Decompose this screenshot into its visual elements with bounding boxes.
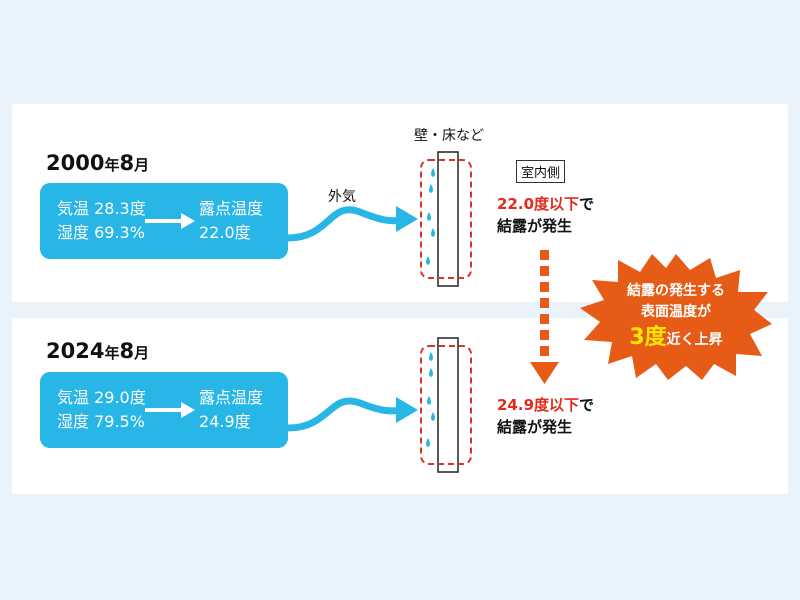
wall-2024 — [437, 337, 459, 473]
humidity-text: 湿度 69.3% — [57, 223, 145, 242]
year-number: 2024 — [46, 339, 105, 363]
weather-box-2024: 気温 29.0度 湿度 79.5% 露点温度 24.9度 — [40, 372, 288, 448]
temperature-text: 気温 29.0度 — [57, 388, 146, 407]
year-heading-2024: 2024年8月 — [46, 339, 149, 363]
wall-2000 — [437, 151, 459, 287]
callout-line-1: 結露の発生する — [627, 283, 725, 299]
temperature-text: 気温 28.3度 — [57, 199, 146, 218]
air-flow-arrow-2000 — [284, 206, 404, 242]
dew-point-label: 露点温度 — [199, 388, 264, 407]
year-unit: 年 — [104, 344, 120, 362]
threshold-suffix: で — [579, 195, 595, 213]
right-arrow-icon — [145, 213, 195, 229]
air-flow-arrowhead-2024 — [396, 397, 418, 423]
dew-point-2024: 露点温度 24.9度 — [199, 386, 263, 434]
dew-point-value: 24.9度 — [199, 412, 251, 431]
condensation-condition-2024: 24.9度以下で 結露が発生 — [497, 394, 594, 438]
increase-dashed-arrow — [530, 250, 559, 384]
dew-point-2000: 露点温度 22.0度 — [199, 197, 263, 245]
climate-values-2000: 気温 28.3度 湿度 69.3% — [57, 197, 146, 245]
threshold-temperature: 24.9度以下 — [497, 396, 580, 414]
callout-line-3: 3度近く上昇 — [578, 319, 774, 351]
callout-line-3-suffix: 近く上昇 — [666, 332, 723, 348]
humidity-text: 湿度 79.5% — [57, 412, 145, 431]
water-droplet-icons-2024 — [426, 352, 435, 447]
air-flow-arrow-2024 — [284, 397, 404, 432]
dew-point-label: 露点温度 — [199, 199, 264, 218]
month-unit: 月 — [134, 344, 150, 362]
callout-burst-shape — [580, 254, 772, 380]
water-droplet-icons-2000 — [426, 168, 435, 265]
month-number: 8 — [119, 151, 135, 175]
year-unit: 年 — [104, 156, 120, 174]
right-arrow-icon — [145, 402, 195, 418]
air-flow-arrowhead-2000 — [396, 206, 418, 232]
threshold-temperature: 22.0度以下 — [497, 195, 580, 213]
year-heading-2000: 2000年8月 — [46, 151, 149, 175]
year-number: 2000 — [46, 151, 105, 175]
month-unit: 月 — [134, 156, 150, 174]
outside-air-label: 外気 — [328, 189, 356, 205]
condensation-result: 結露が発生 — [497, 418, 573, 436]
indoor-side-label: 室内側 — [516, 160, 566, 183]
dew-point-value: 22.0度 — [199, 223, 251, 242]
callout-rise-amount: 3度 — [629, 325, 667, 350]
weather-box-2000: 気温 28.3度 湿度 69.3% 露点温度 22.0度 — [40, 183, 288, 259]
climate-values-2024: 気温 29.0度 湿度 79.5% — [57, 386, 146, 434]
threshold-suffix: で — [579, 396, 595, 414]
wall-label: 壁・床など — [414, 128, 484, 144]
callout-line-2: 表面温度が — [641, 304, 711, 320]
condensation-result: 結露が発生 — [497, 217, 573, 235]
month-number: 8 — [119, 339, 135, 363]
condensation-condition-2000: 22.0度以下で 結露が発生 — [497, 193, 594, 237]
